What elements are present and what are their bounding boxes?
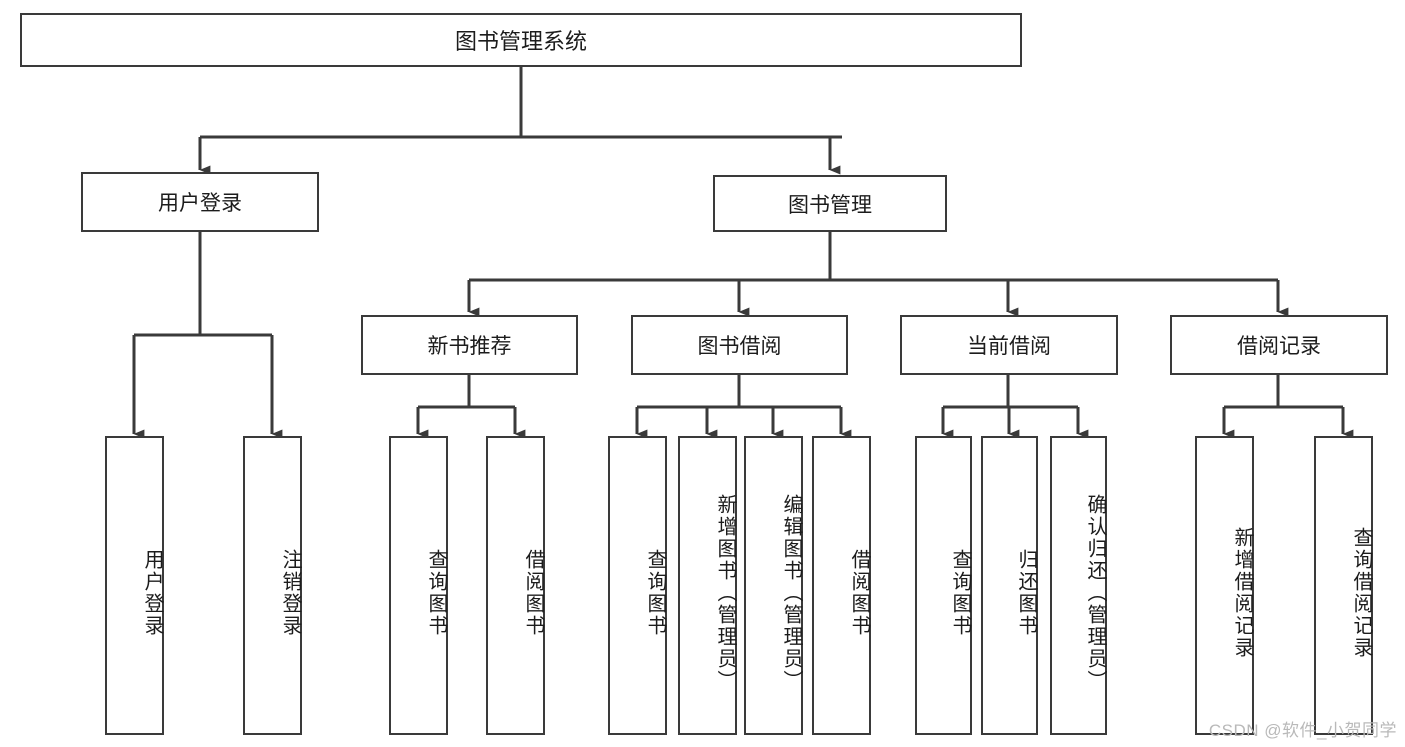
node-borrow-record[interactable]: 借阅记录 — [1170, 315, 1388, 375]
node-leaf-add-book[interactable]: 新增图书（管理员） — [678, 436, 737, 735]
node-leaf-borrow-book-2[interactable]: 借阅图书 — [812, 436, 871, 735]
node-user-login[interactable]: 用户登录 — [81, 172, 319, 232]
node-book-borrow-label: 图书借阅 — [697, 335, 782, 358]
node-leaf-borrow-book-2-label: 借阅图书 — [848, 548, 870, 637]
node-leaf-query-book-1-label: 查询图书 — [425, 548, 447, 637]
node-leaf-borrow-book-1[interactable]: 借阅图书 — [486, 436, 545, 735]
node-leaf-add-record[interactable]: 新增借阅记录 — [1195, 436, 1254, 735]
node-leaf-query-book-3-label: 查询图书 — [949, 548, 971, 637]
node-book-manage-label: 图书管理 — [788, 193, 872, 217]
node-leaf-user-logout[interactable]: 注销登录 — [243, 436, 302, 735]
node-leaf-return-book-label: 归还图书 — [1015, 548, 1037, 637]
node-leaf-user-logout-label: 注销登录 — [279, 548, 301, 637]
node-book-borrow[interactable]: 图书借阅 — [631, 315, 848, 375]
node-leaf-borrow-book-1-label: 借阅图书 — [522, 548, 544, 637]
node-leaf-edit-book-label: 编辑图书（管理员） — [780, 493, 802, 692]
watermark-text: CSDN @软件_小贺同学 — [1208, 721, 1397, 740]
node-leaf-query-record-label: 查询借阅记录 — [1350, 526, 1372, 659]
node-leaf-confirm-return[interactable]: 确认归还（管理员） — [1050, 436, 1107, 735]
node-leaf-confirm-return-label: 确认归还（管理员） — [1084, 493, 1106, 692]
node-root[interactable]: 图书管理系统 — [20, 13, 1022, 67]
node-new-book-rec[interactable]: 新书推荐 — [361, 315, 578, 375]
node-leaf-return-book[interactable]: 归还图书 — [981, 436, 1038, 735]
node-current-borrow-label: 当前借阅 — [967, 335, 1051, 358]
node-leaf-query-record[interactable]: 查询借阅记录 — [1314, 436, 1373, 735]
node-leaf-user-login[interactable]: 用户登录 — [105, 436, 164, 735]
node-root-label: 图书管理系统 — [454, 29, 587, 54]
node-leaf-add-book-label: 新增图书（管理员） — [714, 493, 736, 692]
node-new-book-rec-label: 新书推荐 — [427, 335, 512, 358]
node-leaf-user-login-label: 用户登录 — [141, 548, 163, 637]
node-leaf-query-book-1[interactable]: 查询图书 — [389, 436, 448, 735]
node-book-manage[interactable]: 图书管理 — [713, 175, 947, 232]
node-current-borrow[interactable]: 当前借阅 — [900, 315, 1118, 375]
node-borrow-record-label: 借阅记录 — [1237, 335, 1321, 358]
node-leaf-query-book-3[interactable]: 查询图书 — [915, 436, 972, 735]
node-leaf-add-record-label: 新增借阅记录 — [1231, 526, 1253, 659]
node-leaf-query-book-2[interactable]: 查询图书 — [608, 436, 667, 735]
node-user-login-label: 用户登录 — [158, 192, 242, 215]
node-leaf-query-book-2-label: 查询图书 — [644, 548, 666, 637]
node-leaf-edit-book[interactable]: 编辑图书（管理员） — [744, 436, 803, 735]
